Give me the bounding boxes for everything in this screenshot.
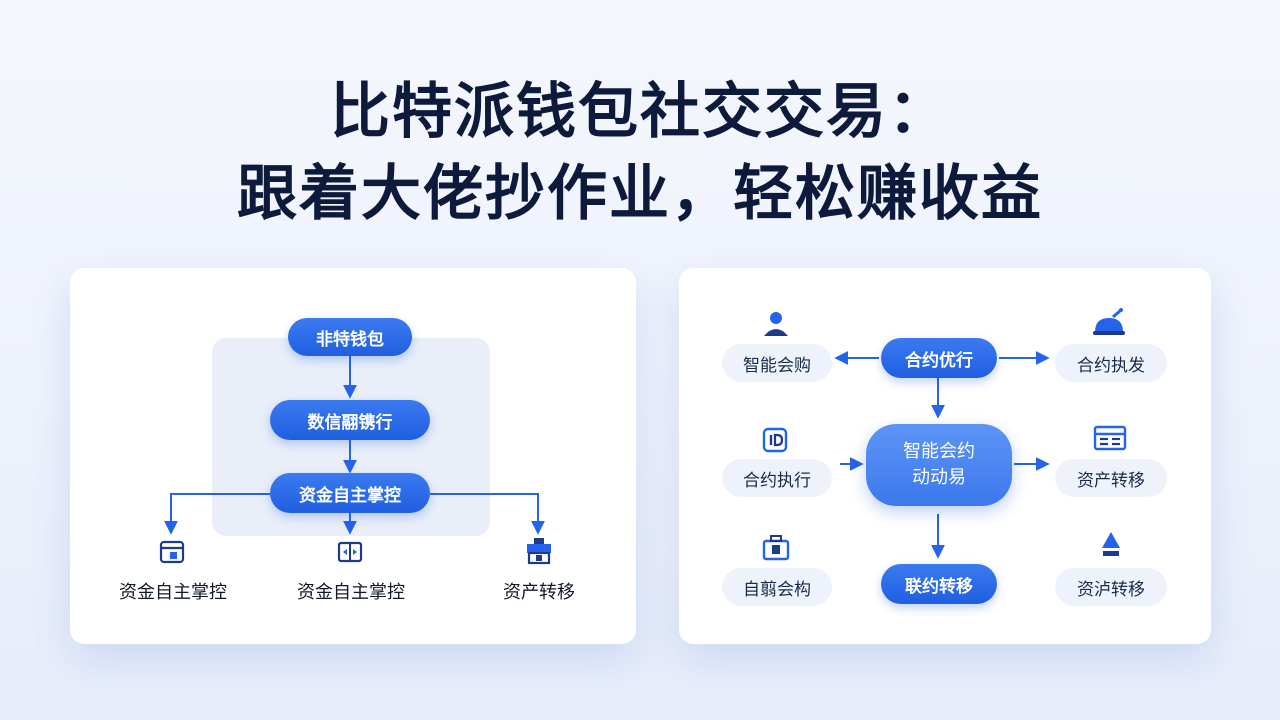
node-execution: 数信翮镌行 (270, 400, 430, 440)
node-contract-priority: 合约优行 (881, 338, 997, 378)
bell-icon (1093, 308, 1125, 335)
page-title-line1: 比特派钱包社交交易： (330, 77, 950, 147)
node-linked-transfer: 联约转移 (881, 564, 997, 604)
wallet-icon (159, 540, 185, 564)
node-asset-transfer: 资产转移 (1055, 459, 1167, 497)
node-smart-contract-center: 智能会约 动动易 (866, 424, 1012, 506)
center-line2: 动动易 (912, 467, 966, 488)
output-label-3: 资产转移 (503, 582, 575, 603)
briefcase-icon (762, 535, 790, 561)
list-icon (1093, 425, 1127, 451)
transfer-icon (337, 541, 363, 563)
user-icon (764, 312, 788, 336)
asset-icon (527, 538, 551, 565)
left-diagram-card: 非特钱包 数信翮镌行 资金自主掌控 资金自主掌控 资金自主掌控 资产转移 (70, 268, 636, 644)
node-contract-dispatch: 合约执发 (1055, 344, 1167, 382)
node-contract-execute: 合约执行 (722, 459, 832, 497)
right-diagram-card: 智能会购 合约执行 自翦会构 合约优行 智能会约 动动易 联约转移 合约执发 资… (679, 268, 1211, 644)
page-title-line2: 跟着大佬抄作业，轻松赚收益 (237, 159, 1043, 229)
node-smart-purchase: 智能会购 (722, 344, 832, 382)
node-wallet: 非特钱包 (288, 318, 412, 356)
arrow-up-icon (1102, 532, 1120, 556)
id-card-icon (762, 427, 788, 453)
node-self-build: 自翦会构 (722, 568, 832, 606)
output-label-2: 资金自主掌控 (297, 582, 405, 603)
node-fund-control: 资金自主掌控 (270, 473, 430, 513)
right-arrows (834, 351, 1050, 559)
node-asset-move: 资泸转移 (1055, 568, 1167, 606)
output-label-1: 资金自主掌控 (119, 582, 227, 603)
center-line1: 智能会约 (903, 441, 975, 462)
left-arrows (164, 356, 545, 535)
